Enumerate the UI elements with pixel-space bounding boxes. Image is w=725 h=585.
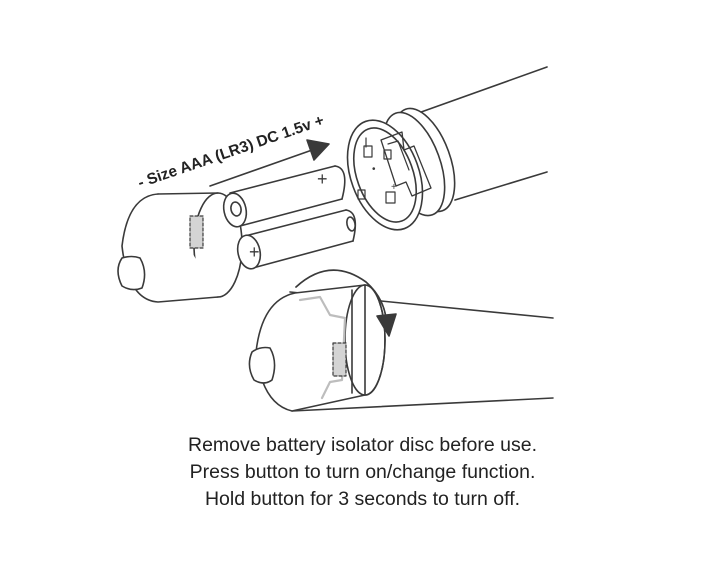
svg-text:•: • (372, 164, 376, 175)
instructions: Remove battery isolator disc before use.… (0, 432, 725, 513)
device-body-top: + • (346, 66, 548, 231)
instruction-line-3: Hold button for 3 seconds to turn off. (204, 488, 521, 510)
isolator-disc-top (189, 215, 204, 249)
battery-lower: + (236, 209, 357, 270)
battery-upper: + (222, 165, 346, 228)
isolator-disc-bottom (332, 342, 347, 377)
rotate-arrow-icon (295, 269, 397, 337)
button-icon (117, 255, 146, 291)
end-cap-top (117, 192, 243, 303)
battery-upper-plus: + (317, 169, 328, 189)
battery-size-label: - Size AAA (LR3) DC 1.5v + (136, 112, 327, 192)
device-body-bottom (248, 284, 554, 412)
button-bottom-icon (248, 346, 276, 384)
instruction-line-1: Remove battery isolator disc before use. (187, 434, 537, 456)
instruction-line-2: Press button to turn on/change function. (189, 461, 536, 483)
svg-text:+: + (391, 182, 397, 193)
battery-lower-plus: + (249, 242, 260, 262)
arrow-right-icon (209, 139, 330, 187)
battery-installation-diagram: + • + + - Size AAA (LR3) DC 1.5v + (117, 66, 554, 412)
